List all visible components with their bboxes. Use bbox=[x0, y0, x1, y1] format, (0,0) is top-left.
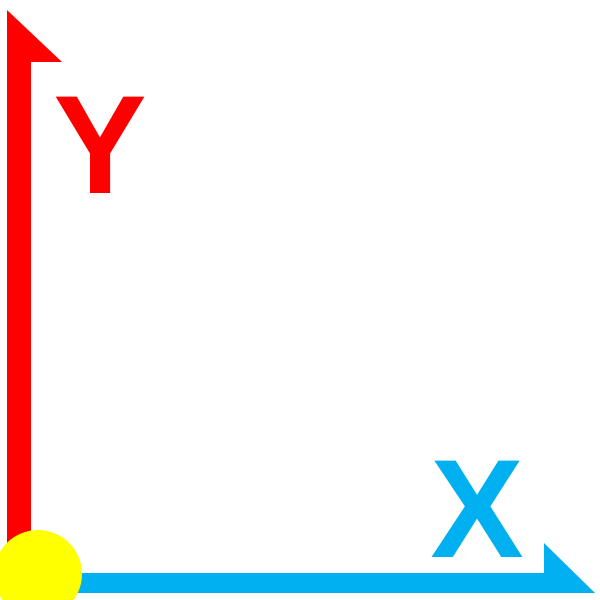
y-axis-label: Y bbox=[53, 66, 146, 223]
x-axis-line bbox=[0, 573, 552, 593]
origin-marker bbox=[0, 530, 82, 600]
y-axis-arrowhead bbox=[7, 10, 62, 62]
y-axis-line bbox=[7, 55, 31, 600]
y-axis bbox=[7, 10, 62, 600]
x-axis-label: X bbox=[430, 430, 523, 587]
x-axis bbox=[0, 543, 595, 593]
x-axis-arrowhead bbox=[544, 543, 595, 593]
